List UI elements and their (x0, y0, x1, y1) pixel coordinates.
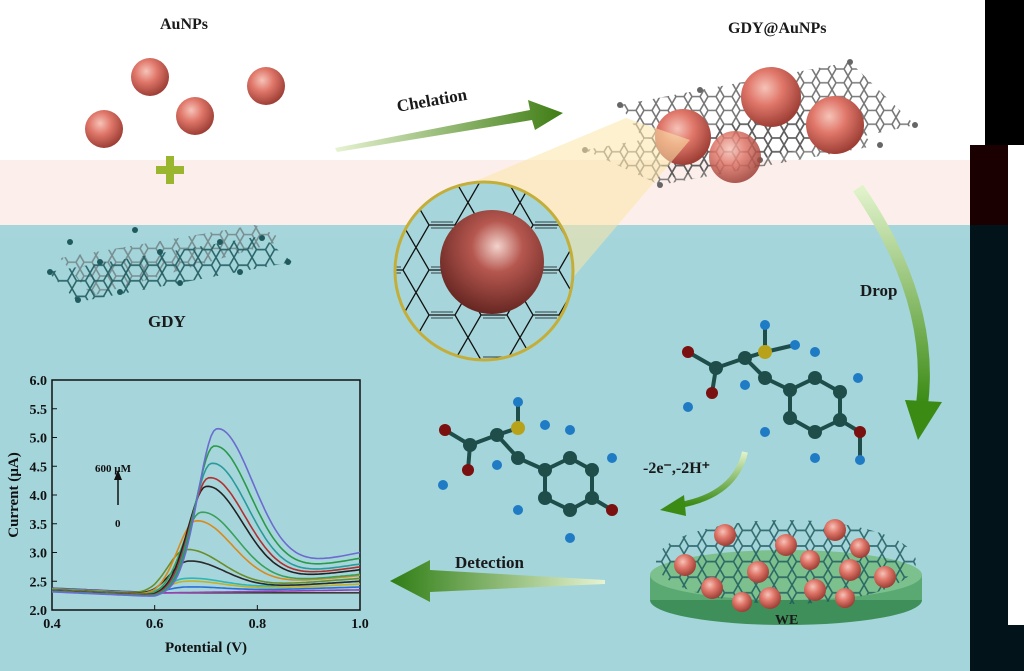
chelation-arrow (335, 100, 563, 152)
y-tick-label: 3.0 (30, 547, 48, 562)
chart-plot-area (51, 379, 361, 611)
y-tick-label: 4.0 (30, 489, 48, 504)
plus-icon (156, 156, 184, 184)
label-gdy: GDY (148, 312, 186, 331)
y-tick-label: 3.5 (30, 518, 48, 533)
chart-series-group (51, 427, 361, 597)
oxidation-arrow (660, 451, 748, 516)
concentration-arrowhead (114, 470, 122, 480)
label-aunps: AuNPs (160, 16, 209, 33)
label-detection: Detection (455, 553, 524, 572)
label-gdy-aunps: GDY@AuNPs (728, 20, 827, 37)
x-tick-label: 1.0 (351, 617, 369, 632)
label-we: WE (775, 613, 799, 628)
y-tick-label: 6.0 (30, 374, 48, 389)
y-tick-label: 5.5 (30, 403, 48, 418)
aunps-particles (85, 58, 285, 148)
right-edge-light-strip (1008, 145, 1024, 625)
series-line (51, 427, 361, 597)
x-tick-label: 0.8 (249, 617, 267, 632)
gold-nanoparticle-2 (176, 97, 214, 135)
working-electrode (650, 519, 922, 625)
annotation-top: 600 µM (95, 463, 132, 475)
molecule-reduced-atoms (682, 320, 866, 465)
chart-ylabel: Current (µA) (6, 452, 22, 537)
gold-nanoparticle-4 (85, 110, 123, 148)
molecule-oxidized-atoms (438, 397, 618, 543)
zoom-inset (393, 180, 575, 362)
drop-arrow (853, 184, 942, 440)
gold-nanoparticle-3 (247, 67, 285, 105)
y-tick-label: 4.5 (30, 460, 48, 475)
annotation-bottom: 0 (115, 518, 121, 530)
y-tick-label: 2.5 (30, 575, 48, 590)
gdy-sheet (47, 225, 292, 303)
label-drop: Drop (860, 281, 898, 300)
y-tick-label: 2.0 (30, 604, 48, 619)
label-electron-transfer: -2e⁻,-2H⁺ (643, 460, 711, 477)
x-tick-label: 0.6 (146, 617, 164, 632)
y-tick-label: 5.0 (30, 432, 48, 447)
x-tick-label: 0.4 (43, 617, 61, 632)
detection-arrow (390, 560, 605, 602)
chart-xlabel: Potential (V) (165, 640, 247, 656)
gold-nanoparticle-1 (131, 58, 169, 96)
right-edge-dark-top (985, 0, 1024, 145)
